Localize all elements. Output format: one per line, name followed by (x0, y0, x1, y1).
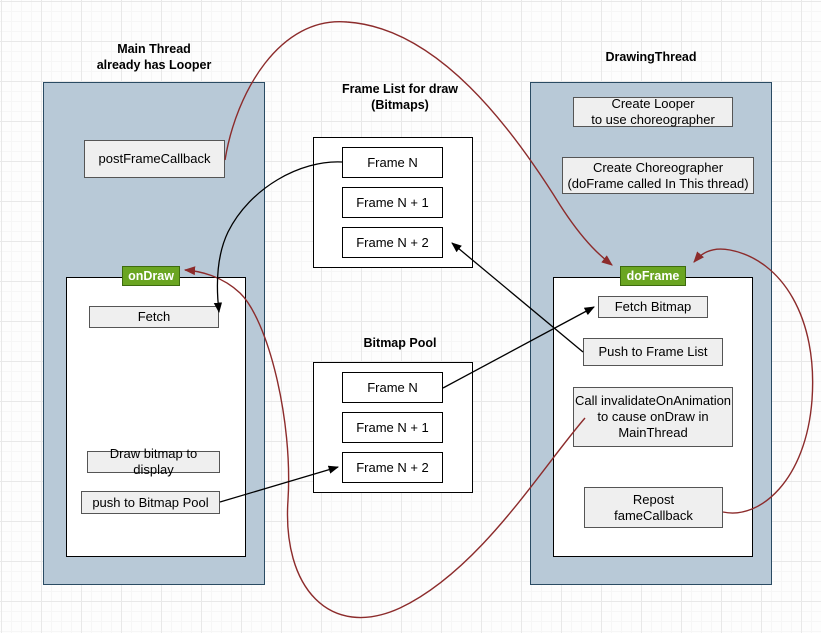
frame-list-item-0[interactable]: Frame N (342, 147, 443, 178)
fetch-step[interactable]: Fetch (89, 306, 219, 328)
frame-list-title: Frame List for draw (Bitmaps) (342, 82, 458, 112)
fetch-bitmap-step[interactable]: Fetch Bitmap (598, 296, 708, 318)
push-to-bitmap-pool-step[interactable]: push to Bitmap Pool (81, 491, 220, 514)
bitmap-pool-title: Bitmap Pool (363, 336, 437, 350)
bitmap-pool-item-0[interactable]: Frame N (342, 372, 443, 403)
frame-list-item-2[interactable]: Frame N + 2 (342, 227, 443, 258)
create-choreographer-step[interactable]: Create Choreographer (doFrame called In … (562, 157, 754, 194)
on-draw-badge[interactable]: onDraw (122, 266, 180, 286)
repost-frame-callback-step[interactable]: Repost fameCallback (584, 487, 723, 528)
call-invalidate-on-animation-step[interactable]: Call invalidateOnAnimation to cause onDr… (573, 387, 733, 447)
post-frame-callback-step[interactable]: postFrameCallback (84, 140, 225, 178)
drawing-thread-title: DrawingThread (605, 50, 697, 64)
main-thread-title: Main Thread already has Looper (96, 42, 212, 72)
frame-list-item-1[interactable]: Frame N + 1 (342, 187, 443, 218)
do-frame-badge[interactable]: doFrame (620, 266, 686, 286)
bitmap-pool-item-2[interactable]: Frame N + 2 (342, 452, 443, 483)
create-looper-step[interactable]: Create Looper to use choreographer (573, 96, 733, 127)
push-to-frame-list-step[interactable]: Push to Frame List (583, 338, 723, 366)
bitmap-pool-item-1[interactable]: Frame N + 1 (342, 412, 443, 443)
draw-bitmap-to-display-step[interactable]: Draw bitmap to display (87, 446, 220, 477)
